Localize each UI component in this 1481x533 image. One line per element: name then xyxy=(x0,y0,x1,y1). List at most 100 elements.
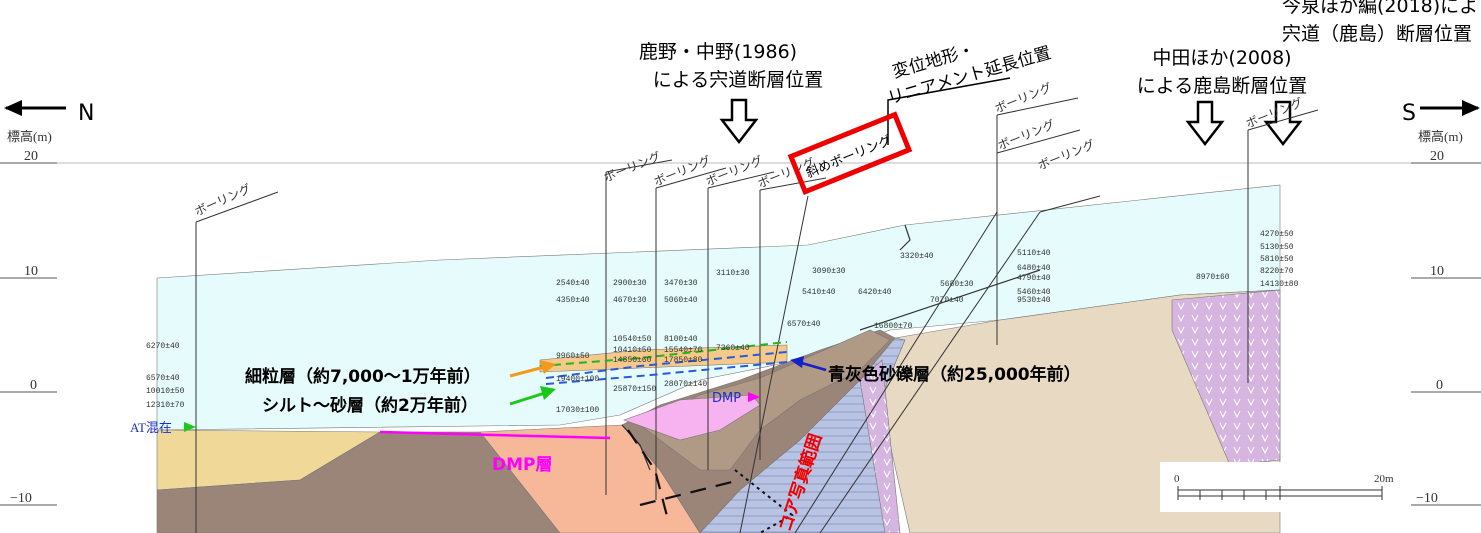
boring-label: ボーリング xyxy=(996,117,1057,152)
dates-b1: 6270±40 6570±40 10010±50 12310±70 xyxy=(146,342,185,410)
svg-text:3090±30: 3090±30 xyxy=(812,267,846,276)
annotation-kashima-fault: 中田ほか(2008) による鹿島断層位置 xyxy=(1137,47,1307,147)
svg-text:宍道（鹿島）断層位置: 宍道（鹿島）断層位置 xyxy=(1282,23,1472,45)
callout-silt-sand-layer: シルト〜砂層（約2万年前） xyxy=(262,386,556,416)
svg-text:AT混在: AT混在 xyxy=(130,420,172,435)
svg-text:12310±70: 12310±70 xyxy=(146,401,185,410)
dashed-faults xyxy=(627,429,741,521)
svg-text:19400±100: 19400±100 xyxy=(556,375,599,384)
svg-text:9530±40: 9530±40 xyxy=(1017,296,1051,305)
south-label: S xyxy=(1402,101,1416,126)
svg-text:6420±40: 6420±40 xyxy=(858,288,892,297)
dates-b7: 6420±40 16800±70 xyxy=(858,288,913,331)
annotation-imaizumi: 今泉ほか編(2018)によ 宍道（鹿島）断層位置 xyxy=(1263,0,1478,147)
svg-text:中田ほか(2008): 中田ほか(2008) xyxy=(1152,47,1291,69)
svg-text:8100±40: 8100±40 xyxy=(664,335,698,344)
svg-text:5130±50: 5130±50 xyxy=(1260,243,1294,252)
dates-b2: 2540±40 4350±40 9960±50 19400±100 17030±… xyxy=(556,279,599,415)
svg-text:16800±70: 16800±70 xyxy=(874,322,913,331)
svg-text:17850±80: 17850±80 xyxy=(664,356,703,365)
lineament-leader xyxy=(887,77,1011,145)
boring-label: ボーリング xyxy=(1036,137,1097,172)
svg-text:4670±30: 4670±30 xyxy=(613,296,647,305)
svg-text:10410±50: 10410±50 xyxy=(613,346,652,355)
dmp-boundary-line xyxy=(379,430,611,440)
left-axis: 標高(m) 20 10 0 −10 xyxy=(0,129,57,506)
svg-text:4350±40: 4350±40 xyxy=(556,296,590,305)
arrow-right-icon xyxy=(1462,100,1480,116)
svg-text:4790±40: 4790±40 xyxy=(1017,274,1051,283)
svg-text:5060±40: 5060±40 xyxy=(664,296,698,305)
svg-text:9960±50: 9960±50 xyxy=(556,352,590,361)
scale-bar: 0 20m xyxy=(1160,462,1400,512)
dates-b3: 2900±30 4670±30 10540±50 10410±50 14850±… xyxy=(613,279,656,394)
boring-label: ボーリング xyxy=(704,153,765,188)
tick-20-left: 20 xyxy=(24,149,38,164)
axis-label-right: 標高(m) xyxy=(1418,129,1463,144)
axis-label-left: 標高(m) xyxy=(7,129,52,144)
svg-text:鹿野・中野(1986): 鹿野・中野(1986) xyxy=(639,41,797,63)
tick-10-right: 10 xyxy=(1430,264,1444,279)
svg-text:6270±40: 6270±40 xyxy=(146,342,180,351)
core-photo-boundary xyxy=(734,469,794,533)
arrow-left-icon xyxy=(4,100,22,116)
svg-text:15540±70: 15540±70 xyxy=(664,346,703,355)
svg-text:5410±40: 5410±40 xyxy=(802,288,836,297)
svg-text:青灰色砂礫層（約25,000年前）: 青灰色砂礫層（約25,000年前） xyxy=(828,364,1081,385)
callout-gravel-layer: 青灰色砂礫層（約25,000年前） xyxy=(790,356,1081,385)
svg-text:DMP: DMP xyxy=(712,391,741,406)
tick-minus10-right: −10 xyxy=(1416,491,1438,506)
orange-band xyxy=(539,344,788,373)
dates-b10: 5110±40 6480±40 4790±40 5460±40 9530±40 xyxy=(1017,249,1051,305)
svg-text:3470±30: 3470±30 xyxy=(664,279,698,288)
dates-b5: 3110±30 7360±40 xyxy=(716,269,750,353)
svg-text:8970±60: 8970±60 xyxy=(1196,273,1230,282)
north-indicator: N xyxy=(4,100,94,126)
boring-label: ボーリング xyxy=(993,80,1054,115)
arrow-right-icon xyxy=(184,422,196,432)
dates-b8: 3320±40 7070±40 xyxy=(900,252,964,305)
svg-text:8220±70: 8220±70 xyxy=(1260,267,1294,276)
svg-text:5460±40: 5460±40 xyxy=(1017,288,1051,297)
svg-text:6480±40: 6480±40 xyxy=(1017,264,1051,273)
tick-0-left: 0 xyxy=(30,378,37,393)
tick-10-left: 10 xyxy=(24,264,38,279)
svg-text:2900±30: 2900±30 xyxy=(613,279,647,288)
boring-label: ボーリング xyxy=(193,182,254,219)
arrow-right-icon xyxy=(540,360,556,374)
boring-lines xyxy=(195,97,1319,533)
svg-text:細粒層（約7,000〜1万年前）: 細粒層（約7,000〜1万年前） xyxy=(245,366,481,387)
tick-minus10-left: −10 xyxy=(10,491,32,506)
svg-text:6570±40: 6570±40 xyxy=(787,320,821,329)
tick-20-right: 20 xyxy=(1430,149,1444,164)
arrow-right-icon xyxy=(748,392,760,402)
south-indicator: S xyxy=(1402,100,1480,126)
geologic-layers xyxy=(156,184,1281,533)
svg-text:5110±40: 5110±40 xyxy=(1017,249,1051,258)
dates-b11: 8970±60 xyxy=(1196,273,1230,282)
inclined-boring-highlight: 斜めボーリング xyxy=(787,111,913,196)
svg-text:7070±40: 7070±40 xyxy=(930,296,964,305)
layer-dash-lines xyxy=(539,341,788,385)
dates-b9: 5680±30 xyxy=(940,280,974,289)
svg-text:28070±140: 28070±140 xyxy=(664,380,707,389)
tick-0-right: 0 xyxy=(1436,378,1443,393)
callout-at-mixed: AT混在 xyxy=(130,420,196,435)
north-label: N xyxy=(78,101,94,126)
svg-text:25870±150: 25870±150 xyxy=(613,385,656,394)
dates-b6: 3090±30 5410±40 6570±40 xyxy=(787,267,846,329)
purple-dike-center xyxy=(859,359,901,533)
arrow-left-icon xyxy=(790,356,804,368)
arrow-right-icon xyxy=(540,386,556,400)
dates-b4: 3470±30 5060±40 8100±40 15540±70 17850±8… xyxy=(664,279,707,389)
right-axis: 標高(m) 20 10 0 −10 xyxy=(1411,129,1481,506)
svg-text:2540±40: 2540±40 xyxy=(556,279,590,288)
svg-text:0: 0 xyxy=(1174,473,1180,485)
svg-text:4270±50: 4270±50 xyxy=(1260,230,1294,239)
svg-text:5810±50: 5810±50 xyxy=(1260,255,1294,264)
svg-text:20m: 20m xyxy=(1374,473,1394,485)
down-arrow-icon xyxy=(719,98,759,145)
svg-text:今泉ほか編(2018)によ: 今泉ほか編(2018)によ xyxy=(1282,0,1478,17)
svg-text:シルト〜砂層（約2万年前）: シルト〜砂層（約2万年前） xyxy=(262,395,478,416)
